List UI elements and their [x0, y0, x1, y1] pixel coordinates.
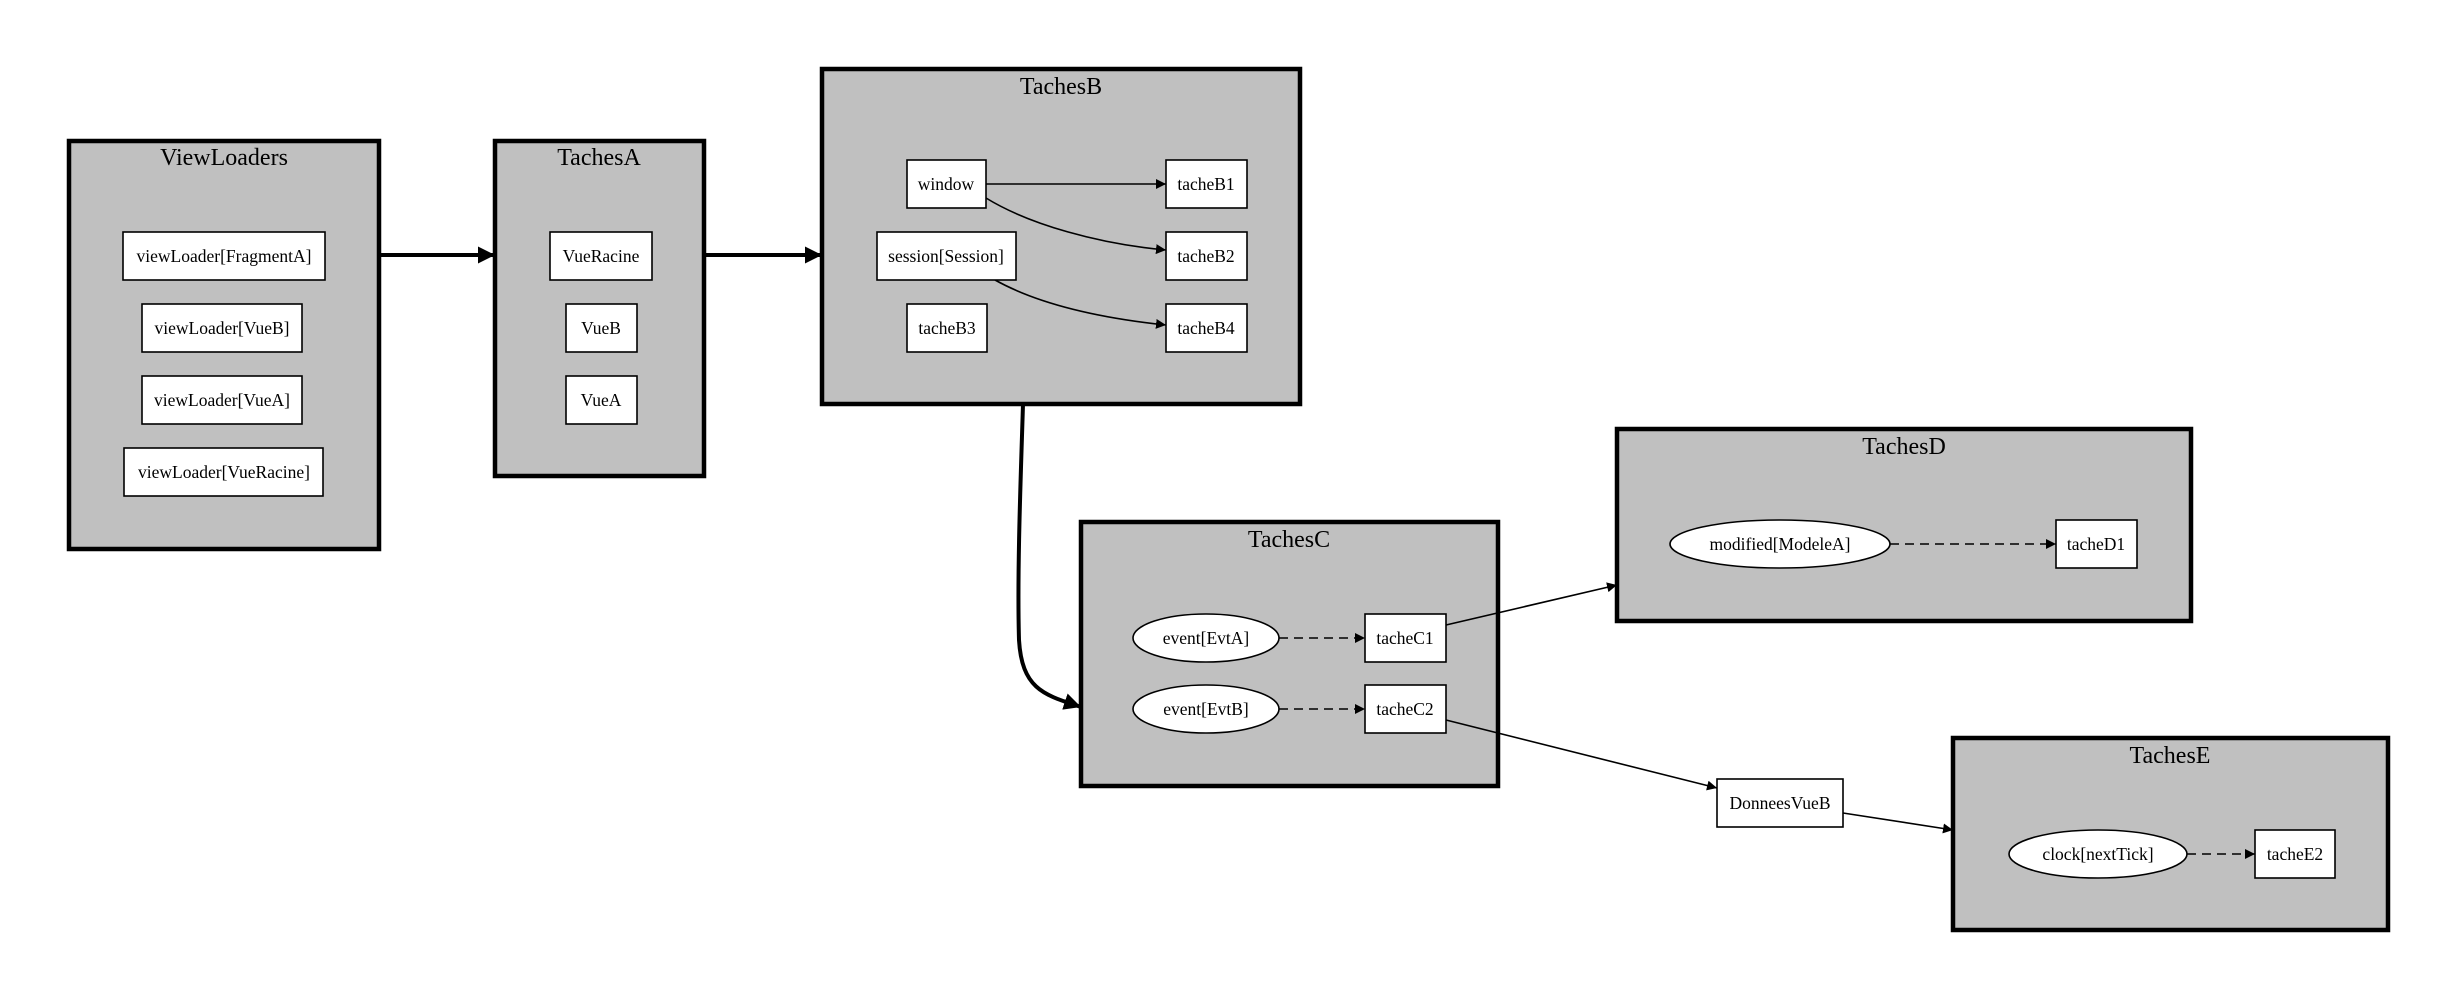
node-tacheb2: tacheB2: [1165, 231, 1248, 281]
svg-text:window: window: [918, 174, 975, 194]
node-tachec2: tacheC2: [1364, 684, 1447, 734]
node-tached1: tacheD1: [2055, 519, 2138, 569]
node-window: window: [906, 159, 987, 209]
svg-text:tacheE2: tacheE2: [2267, 844, 2323, 864]
node-tacheb4: tacheB4: [1165, 303, 1248, 353]
cluster-title-viewloaders: ViewLoaders: [160, 145, 288, 171]
node-tacheb3: tacheB3: [906, 303, 988, 353]
svg-text:tacheC2: tacheC2: [1376, 699, 1433, 719]
svg-text:tacheB1: tacheB1: [1177, 174, 1234, 194]
node-vueb: VueB: [565, 303, 638, 353]
svg-text:viewLoader[VueB]: viewLoader[VueB]: [154, 318, 289, 338]
edge-window-to-tacheB2: [985, 197, 1167, 255]
svg-text:VueB: VueB: [581, 318, 621, 338]
svg-text:viewLoader[VueRacine]: viewLoader[VueRacine]: [138, 462, 310, 482]
svg-text:tacheB4: tacheB4: [1177, 318, 1235, 338]
svg-text:viewLoader[FragmentA]: viewLoader[FragmentA]: [137, 246, 312, 266]
svg-text:VueA: VueA: [581, 390, 622, 410]
node-vueracine: VueRacine: [549, 231, 653, 281]
node-viewloader-vueracine: viewLoader[VueRacine]: [123, 447, 324, 497]
edge-session-to-tacheB4: [994, 279, 1167, 329]
cluster-title-taches-c: TachesC: [1248, 527, 1330, 553]
node-vuea: VueA: [565, 375, 638, 425]
svg-text:DonneesVueB: DonneesVueB: [1729, 793, 1830, 813]
node-session: session[Session]: [876, 231, 1017, 281]
node-tachec1: tacheC1: [1364, 613, 1447, 663]
cluster-title-taches-d: TachesD: [1862, 434, 1946, 460]
node-donneesvueb: DonneesVueB: [1716, 778, 1844, 828]
svg-text:clock[nextTick]: clock[nextTick]: [2042, 844, 2153, 864]
svg-text:tacheB3: tacheB3: [918, 318, 976, 338]
edge-taches-b-to-taches-c: [1016, 403, 1082, 710]
edges: [379, 179, 2255, 859]
node-tacheb1: tacheB1: [1165, 159, 1248, 209]
node-event-evta: event[EvtA]: [1132, 613, 1280, 663]
cluster-title-taches-b: TachesB: [1020, 74, 1102, 100]
node-clock-nexttick: clock[nextTick]: [2008, 829, 2188, 879]
cluster-title-taches-a: TachesA: [557, 145, 641, 171]
node-modified-modelea: modified[ModeleA]: [1669, 519, 1891, 569]
node-tachee2: tacheE2: [2254, 829, 2336, 879]
edge-tacheC1-to-taches-d: [1445, 582, 1618, 626]
svg-text:viewLoader[VueA]: viewLoader[VueA]: [154, 390, 290, 410]
svg-text:event[EvtB]: event[EvtB]: [1163, 699, 1249, 719]
edge-donneesVueB-to-taches-e: [1842, 812, 1954, 834]
edge-tacheC2-to-donneesVueB: [1445, 719, 1718, 791]
svg-text:event[EvtA]: event[EvtA]: [1163, 628, 1250, 648]
svg-text:modified[ModeleA]: modified[ModeleA]: [1710, 534, 1851, 554]
node-viewloader-vueb: viewLoader[VueB]: [141, 303, 303, 353]
svg-text:session[Session]: session[Session]: [888, 246, 1004, 266]
svg-text:VueRacine: VueRacine: [563, 246, 640, 266]
node-event-evtb: event[EvtB]: [1132, 684, 1280, 734]
node-viewloader-fragmenta: viewLoader[FragmentA]: [122, 231, 326, 281]
svg-text:tacheC1: tacheC1: [1376, 628, 1433, 648]
svg-text:tacheB2: tacheB2: [1177, 246, 1234, 266]
node-viewloader-vuea: viewLoader[VueA]: [141, 375, 303, 425]
svg-text:tacheD1: tacheD1: [2067, 534, 2125, 554]
cluster-title-taches-e: TachesE: [2130, 743, 2211, 769]
